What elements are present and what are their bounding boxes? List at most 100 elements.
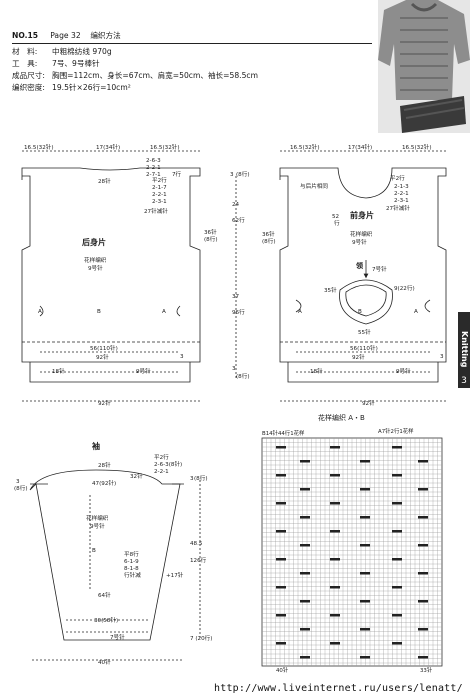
- chart-stitch-mark: [330, 558, 340, 561]
- front-neck-dec-2: 2-2-1: [394, 191, 409, 197]
- back-piece-outline: [21, 150, 237, 402]
- sleeve-side-right: 3: [190, 476, 194, 482]
- chart-stitch-mark: [360, 544, 370, 547]
- chart-stitch-mark: [330, 642, 340, 645]
- chart-stitch-mark: [392, 474, 402, 477]
- chart-stitch-mark: [392, 586, 402, 589]
- front-neck-stitches: 52: [332, 214, 339, 220]
- chart-stitch-mark: [300, 600, 310, 603]
- collar-bottom: 55针: [358, 328, 371, 336]
- pattern-number: NO.15: [12, 31, 39, 40]
- back-height-body: 37: [232, 294, 240, 300]
- chart-stitch-mark: [360, 488, 370, 491]
- size-label: 成品尺寸:: [12, 71, 45, 80]
- back-armhole: 36针: [204, 228, 217, 236]
- back-labels: 16.5(32针) 17(34针) 16.5(32针) 28针 2-6-3 2-…: [24, 143, 250, 407]
- chart-stitch-mark: [360, 600, 370, 603]
- sleeve-inc-1: 6-1-9: [124, 559, 139, 565]
- back-dec-label: 27针减针: [144, 207, 168, 215]
- back-needle: 9号针: [88, 264, 103, 272]
- front-rib-3: 3: [440, 354, 444, 360]
- sleeve-cuff-needle: 7号针: [110, 633, 125, 641]
- chart-stitch-mark: [360, 572, 370, 575]
- gauge-value: 19.5针×26行=10cm²: [52, 83, 131, 92]
- chart-stitch-mark: [418, 460, 428, 463]
- sleeve-inc-flat: 平8行: [124, 550, 139, 558]
- back-neck-stitches: 28针: [98, 177, 111, 185]
- chart-stitch-mark: [418, 656, 428, 659]
- front-needle: 9号针: [352, 238, 367, 246]
- chart-stitch-mark: [330, 502, 340, 505]
- chart-stitch-mark: [392, 502, 402, 505]
- chart-stitch-mark: [418, 600, 428, 603]
- back-flat: 平2行: [152, 176, 167, 184]
- chart-stitch-mark: [276, 474, 286, 477]
- stitch-chart: 花样编织 A・B B14针44行1花样 A7针2行1花样 40针 33针: [261, 413, 443, 674]
- chart-stitch-mark: [330, 474, 340, 477]
- back-side-top-sub: (8行): [236, 170, 250, 178]
- chart-stitch-mark: [300, 572, 310, 575]
- sleeve-bottom-64: 64针: [98, 591, 111, 599]
- collar-left: 35针: [324, 286, 337, 294]
- sleeve-inc-3: 行针减: [124, 571, 141, 579]
- back-top-mid: 17(34针): [96, 143, 120, 151]
- method-title: 编织方法: [90, 31, 121, 40]
- sleeve-inc-2: 8-1-8: [124, 566, 139, 572]
- chart-stitch-mark: [300, 656, 310, 659]
- front-top-mid: 17(34针): [348, 143, 372, 151]
- tools-label: 工 具:: [12, 59, 38, 68]
- back-rib-9: 9号针: [136, 367, 151, 375]
- chart-stitch-mark: [300, 460, 310, 463]
- sleeve-cuff-rows: 7 (20行): [190, 634, 212, 642]
- chart-stitch-mark: [360, 656, 370, 659]
- chart-top-left: B14针44行1花样: [262, 429, 305, 437]
- chart-title: 花样编织 A・B: [318, 413, 365, 422]
- front-piece-outline: [279, 150, 447, 402]
- material-label: 材 料:: [12, 47, 38, 56]
- back-armhole-sub: (8行): [204, 235, 218, 243]
- chart-stitch-mark: [276, 530, 286, 533]
- back-rib-width: 56(110针): [90, 344, 118, 352]
- back-height-body-sub: 96行: [232, 308, 245, 316]
- gauge-label: 编织密度:: [12, 83, 45, 92]
- tools-value: 7号、9号棒针: [52, 59, 100, 68]
- sleeve-dec-1: 2-6-3(8针): [154, 460, 182, 468]
- sleeve-side-left: 3: [16, 479, 20, 485]
- sleeve-dec-2: 2-2-1: [154, 469, 169, 475]
- back-label-b: B: [97, 309, 101, 315]
- page-number: Page 32: [50, 31, 81, 40]
- section-number: 3: [458, 374, 470, 388]
- sleeve-top: 28针: [98, 461, 111, 469]
- front-label-a2: A: [414, 309, 418, 315]
- sleeve-top-right: 32针: [130, 472, 143, 480]
- sleeve-label-b: B: [92, 548, 96, 554]
- chart-stitch-mark: [330, 586, 340, 589]
- chart-stitch-mark: [330, 530, 340, 533]
- chart-stitch-mark: [300, 628, 310, 631]
- sleeve-cuff: 30(58针): [94, 616, 118, 624]
- source-url: http://www.liveinternet.ru/users/lenatt/: [214, 683, 463, 694]
- chart-stitch-mark: [392, 446, 402, 449]
- back-neck-dec-1: 2-6-3: [146, 158, 161, 164]
- front-top-right: 16.5(32针): [402, 143, 432, 151]
- sleeve-height-sub: 126行: [190, 556, 207, 564]
- sleeve-side-left-sub: (8行): [14, 484, 28, 492]
- front-dec-label: 27针减针: [386, 204, 410, 212]
- back-bottom: 92针: [98, 399, 111, 407]
- front-labels: 16.5(32针) 17(34针) 16.5(32针) 与后片相同 52 行 平…: [262, 143, 444, 407]
- chart-stitch-mark: [330, 614, 340, 617]
- collar-title: 领: [356, 261, 363, 270]
- chart-stitch-mark: [330, 446, 340, 449]
- back-rib-18: 18针: [52, 367, 65, 375]
- front-armhole: 36针: [262, 230, 275, 238]
- material-value: 中粗棉纺线 970g: [52, 47, 112, 56]
- sleeve-labels: 袖 28针 47(92针) 32针 平2行 2-6-3(8针) 2-2-1 3 …: [14, 441, 212, 666]
- chart-stitch-mark: [300, 544, 310, 547]
- sleeve-flat: 平2行: [154, 453, 169, 461]
- chart-stitch-mark: [418, 488, 428, 491]
- back-rib-92: 92针: [96, 353, 109, 361]
- front-rib-width: 56(110针): [350, 344, 378, 352]
- back-title: 后身片: [82, 237, 106, 247]
- back-height-armhole: 24: [232, 202, 240, 208]
